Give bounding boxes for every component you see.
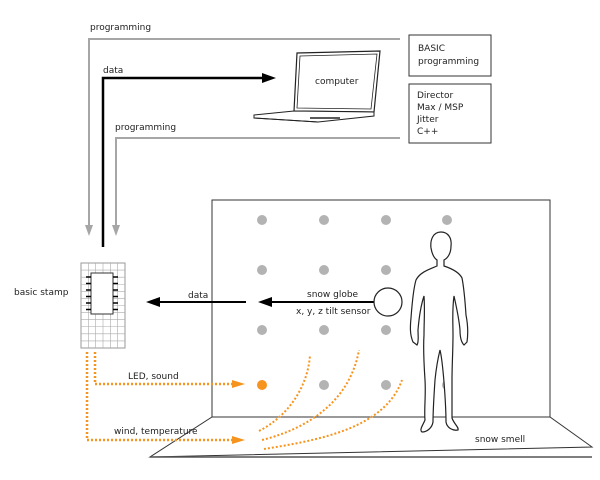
chip-icon (90, 272, 114, 315)
led-light-off (381, 265, 391, 275)
data-label-computer: data (103, 66, 123, 76)
software-box-line-3: Jitter (416, 115, 439, 125)
output-lines (85, 349, 403, 450)
sensor-data-arrow (258, 297, 272, 307)
basic-box-line-2: programming (418, 57, 479, 67)
led-light-off (442, 215, 452, 225)
data-arrow-to-stamp (146, 297, 160, 307)
snow-globe-label: snow globe (307, 290, 359, 300)
led-sound-label: LED, sound (128, 372, 179, 382)
programming-line-outer (88, 38, 400, 228)
snow-smell-label: snow smell (475, 435, 525, 445)
basic-stamp-label: basic stamp (14, 288, 69, 298)
data-label-stamp: data (188, 291, 208, 301)
software-box-line-1: Director (417, 91, 453, 101)
software-box-line-4: C++ (417, 127, 438, 137)
programming-arrow-outer (85, 225, 93, 236)
programming-label-inner: programming (115, 123, 176, 133)
floor (148, 416, 594, 458)
tilt-sensor-label: x, y, z tilt sensor (296, 307, 371, 317)
wind-temperature-arrow (232, 436, 245, 444)
software-box-line-2: Max / MSP (417, 103, 464, 113)
led-light-off (319, 265, 329, 275)
programming-label-top: programming (90, 23, 151, 33)
computer-label: computer (315, 77, 359, 87)
basic-stamp-icon (80, 262, 126, 349)
led-light-off (319, 215, 329, 225)
programming-arrow-inner (112, 225, 120, 236)
basic-programming-box (408, 34, 492, 77)
wind-arc-3 (263, 379, 403, 450)
computer-icon (253, 50, 381, 123)
software-box (408, 83, 492, 144)
led-light-on (257, 380, 267, 390)
wind-temperature-line (85, 352, 232, 442)
basic-box-line-1: BASIC (418, 44, 445, 54)
wind-arc-2 (261, 349, 360, 441)
snow-globe-icon (373, 287, 403, 317)
led-light-off (319, 325, 329, 335)
led-light-off (257, 265, 267, 275)
led-light-off (381, 325, 391, 335)
led-sound-arrow (232, 380, 245, 388)
person-icon (409, 231, 469, 433)
led-light-off (381, 380, 391, 390)
led-light-off (381, 215, 391, 225)
led-sound-line (93, 352, 232, 386)
wind-arc-1 (258, 354, 311, 432)
led-light-off (257, 215, 267, 225)
led-light-off (319, 380, 329, 390)
wind-temperature-label: wind, temperature (114, 427, 198, 437)
programming-line-inner (115, 137, 400, 228)
led-light-off (257, 325, 267, 335)
data-line-to-computer (101, 76, 265, 247)
data-arrow-to-computer (262, 73, 276, 83)
